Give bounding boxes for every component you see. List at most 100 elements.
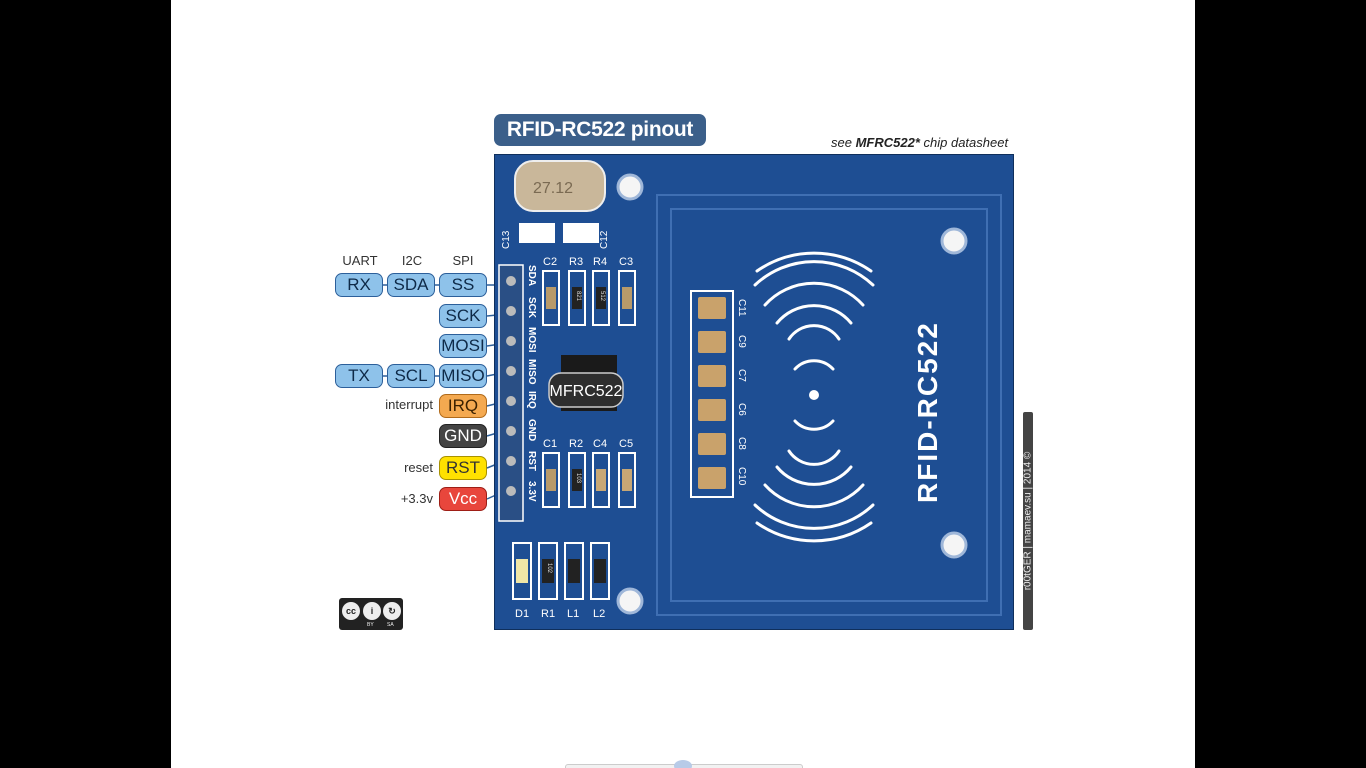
datasheet-note-suffix: chip datasheet [923, 135, 1009, 150]
attribution-icon: i [363, 602, 381, 620]
label-c9: C9 [736, 335, 747, 348]
silk-miso: MISO [526, 359, 537, 385]
body-c6 [698, 399, 726, 421]
outline-c3 [618, 270, 636, 326]
author-credit-text: r00tGER | mamaev.su | 2014 © [1022, 451, 1034, 591]
silk-mosi: MOSI [526, 327, 537, 353]
body-c8 [698, 433, 726, 455]
pin-mosi [506, 336, 516, 346]
wave-top-4 [753, 260, 875, 287]
antenna-trace-inner [670, 208, 988, 602]
antenna-trace-outer [656, 194, 1002, 616]
creative-commons-badge: cc i ↻ BY SA [339, 598, 403, 630]
body-c10 [698, 467, 726, 489]
wave-top-3 [763, 281, 865, 307]
label-l1: L1 [567, 608, 579, 620]
label-c10: C10 [736, 467, 747, 486]
cc-by-label: BY [367, 622, 374, 628]
pin-vcc [506, 486, 516, 496]
body-r4 [596, 287, 606, 309]
pin-label-spi-miso: MISO [439, 364, 487, 388]
outline-c4 [592, 452, 610, 508]
note-vcc: +3.3v [400, 491, 433, 506]
label-c6: C6 [736, 403, 747, 416]
body-c9 [698, 331, 726, 353]
datasheet-note-prefix: see [831, 135, 852, 150]
antenna-caps-outline [690, 290, 734, 498]
silk-vcc: 3.3V [526, 481, 537, 502]
wireless-center-dot [809, 390, 819, 400]
antenna-board-label: RFID-RC522 [912, 321, 943, 503]
body-c3 [622, 287, 632, 309]
pin-header [498, 264, 524, 522]
crystal-label: 27.12 [533, 180, 573, 197]
silk-gnd: GND [526, 419, 537, 441]
wireless-symbol [753, 251, 875, 543]
wave-bottom-1 [787, 449, 841, 466]
body-c2 [546, 287, 556, 309]
body-c11 [698, 297, 726, 319]
outline-r1 [538, 542, 558, 600]
pin-miso [506, 366, 516, 376]
silk-sda: SDA [526, 265, 537, 286]
label-r2: R2 [569, 438, 583, 450]
pin-label-spi-mosi: MOSI [439, 334, 487, 358]
label-r3: R3 [569, 256, 583, 268]
datasheet-note: see MFRC522* chip datasheet [831, 135, 1008, 150]
label-c12: C12 [599, 230, 610, 249]
mfrc522-chip-label: MFRC522 [550, 383, 623, 400]
header-i2c: I2C [401, 253, 423, 268]
label-c4: C4 [593, 438, 607, 450]
pin-label-irq: IRQ [439, 394, 487, 418]
cc-sa-label: SA [387, 622, 394, 628]
cap-c13 [519, 223, 555, 243]
crystal [514, 160, 606, 212]
wave-top-5 [755, 251, 873, 273]
rc522-board: 27.12 C13 C12 SDA SCK MOSI [494, 154, 1014, 630]
pin-label-spi-ss: SS [439, 273, 487, 297]
body-d1 [516, 559, 528, 583]
outline-r3 [568, 270, 586, 326]
label-c8: C8 [736, 437, 747, 450]
label-c5: C5 [619, 438, 633, 450]
pin-label-uart-rx: RX [335, 273, 383, 297]
label-c3: C3 [619, 256, 633, 268]
pin-rst [506, 456, 516, 466]
wave-bottom-0 [793, 419, 835, 431]
mount-hole-bottom-left [616, 587, 644, 615]
pin-gnd [506, 426, 516, 436]
code-r1: 102 [546, 563, 552, 574]
silk-irq: IRQ [526, 391, 537, 409]
datasheet-note-chip: MFRC522* [855, 135, 920, 150]
body-r1 [542, 559, 554, 583]
cap-c12 [563, 223, 599, 243]
cc-icon: cc [342, 602, 360, 620]
note-interrupt: interrupt [385, 397, 433, 412]
diagram-page: RFID-RC522 pinout see MFRC522* chip data… [171, 0, 1195, 768]
mount-hole-top-left [616, 173, 644, 201]
author-credit: r00tGER | mamaev.su | 2014 © [1022, 412, 1034, 630]
silk-rst: RST [526, 451, 537, 471]
wave-bottom-4 [753, 503, 875, 530]
pin-label-spi-sck: SCK [439, 304, 487, 328]
share-alike-icon: ↻ [383, 602, 401, 620]
silk-sck: SCK [526, 297, 537, 319]
mount-hole-top-right [940, 227, 968, 255]
pin-irq [506, 396, 516, 406]
note-reset: reset [404, 460, 433, 475]
outline-r2 [568, 452, 586, 508]
pin-label-i2c-scl: SCL [387, 364, 435, 388]
label-c13: C13 [501, 230, 512, 249]
wave-bottom-5 [755, 521, 873, 543]
wave-top-2 [775, 304, 853, 325]
pin-label-rst: RST [439, 456, 487, 480]
outline-c1 [542, 452, 560, 508]
pin-label-gnd: GND [439, 424, 487, 448]
body-c4 [596, 469, 606, 491]
wave-bottom-3 [763, 483, 865, 509]
scroll-position-indicator[interactable] [674, 760, 692, 768]
pin-sda [506, 276, 516, 286]
code-r4: 512 [599, 291, 605, 302]
body-r3 [572, 287, 582, 309]
body-c5 [622, 469, 632, 491]
